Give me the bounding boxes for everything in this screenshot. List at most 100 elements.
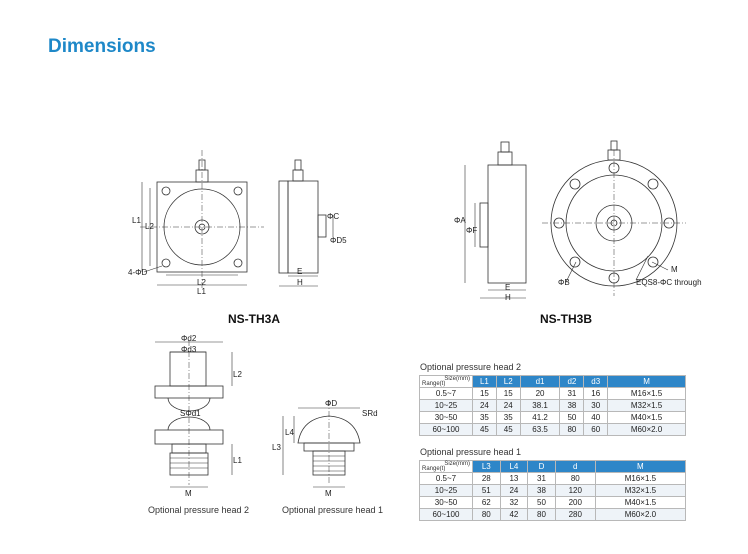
label-m-head1: M — [325, 489, 332, 498]
ns-th3b-front-view — [542, 140, 686, 296]
table-cell: 38 — [559, 399, 585, 412]
table-cell: 0.5~7 — [419, 472, 473, 485]
table-cell: 32 — [499, 496, 529, 509]
table-cell: 40 — [583, 411, 609, 424]
label-m-head2: M — [185, 489, 192, 498]
label-l1-head: L1 — [233, 456, 242, 465]
caption-head-2: Optional pressure head 2 — [148, 505, 250, 515]
caption-head-1: Optional pressure head 1 — [282, 505, 384, 515]
table-cell: 35 — [472, 411, 497, 424]
table-cell: 30~50 — [419, 496, 473, 509]
table-cell: 60 — [583, 423, 609, 436]
table-cell: 30~50 — [419, 411, 473, 424]
table-cell: M40×1.5 — [607, 411, 686, 424]
table2-caption: Optional pressure head 1 — [420, 447, 522, 457]
table-cell: 60~100 — [419, 508, 473, 521]
corner-range-label: Range(t) — [422, 466, 446, 472]
label-l2-bottom: L2 — [197, 278, 206, 287]
column-header: M — [607, 375, 686, 388]
table-cell: 13 — [499, 472, 529, 485]
column-header: L4 — [499, 460, 529, 473]
column-header: d3 — [583, 375, 609, 388]
label-phib: ΦB — [558, 278, 570, 287]
table-cell: 50 — [559, 411, 585, 424]
label-phid3: Φd3 — [181, 345, 197, 354]
table-cell: 38 — [527, 484, 556, 497]
corner-size-label: Size(mm) — [444, 461, 470, 467]
page-title: Dimensions — [48, 36, 156, 57]
corner-size-label: Size(mm) — [444, 376, 470, 382]
label-phia: ΦA — [454, 216, 466, 225]
label-phic: ΦC — [327, 212, 340, 221]
ns-th3a-side-view — [278, 159, 334, 287]
column-header: L3 — [472, 460, 501, 473]
table-cell: 80 — [472, 508, 501, 521]
label-e-b: E — [505, 283, 511, 292]
table-cell: 16 — [583, 387, 609, 400]
table-cell: 31 — [527, 472, 556, 485]
table-cell: 24 — [472, 399, 497, 412]
table-cell: 0.5~7 — [419, 387, 473, 400]
table-cell: 45 — [472, 423, 497, 436]
label-phid: ΦD — [325, 399, 338, 408]
table-cell: M16×1.5 — [594, 472, 687, 485]
table-cell: M32×1.5 — [594, 484, 687, 497]
label-l2-head: L2 — [233, 370, 242, 379]
table-cell: 24 — [495, 399, 521, 412]
table-cell: 80 — [554, 472, 596, 485]
table-cell: 15 — [495, 387, 521, 400]
table-cell: 42 — [499, 508, 529, 521]
table-cell: 80 — [559, 423, 585, 436]
label-phid2: Φd2 — [181, 334, 197, 343]
table-corner: Size(mm) Range(t) — [419, 375, 473, 388]
label-m: M — [671, 265, 678, 274]
ns-th3b-side-view — [464, 141, 527, 299]
table-corner: Size(mm) Range(t) — [419, 460, 473, 473]
column-header: M — [594, 460, 687, 473]
table-cell: 51 — [472, 484, 501, 497]
model-ns-th3a: NS-TH3A — [228, 312, 281, 326]
table-cell: 41.2 — [519, 411, 561, 424]
column-header: d2 — [559, 375, 585, 388]
label-eqs: EQS8-ΦC through — [636, 278, 702, 287]
label-h-b: H — [505, 293, 511, 302]
table-cell: 30 — [583, 399, 609, 412]
table-cell: 31 — [559, 387, 585, 400]
column-header: L1 — [472, 375, 497, 388]
table-cell: 15 — [472, 387, 497, 400]
label-l1-bottom: L1 — [197, 287, 206, 296]
column-header: d — [554, 460, 596, 473]
table-cell: 10~25 — [419, 484, 473, 497]
table-cell: 50 — [527, 496, 556, 509]
table-cell: 280 — [554, 508, 596, 521]
label-l1: L1 — [132, 216, 141, 225]
table-cell: M60×2.0 — [594, 508, 687, 521]
table1-caption: Optional pressure head 2 — [420, 362, 522, 372]
column-header: d1 — [519, 375, 561, 388]
label-l4: L4 — [285, 428, 294, 437]
pressure-head-2-drawing — [154, 340, 233, 488]
table-cell: 10~25 — [419, 399, 473, 412]
table-cell: 120 — [554, 484, 596, 497]
table-cell: 35 — [495, 411, 521, 424]
label-sdd1: SΦd1 — [180, 409, 201, 418]
table-cell: 24 — [499, 484, 529, 497]
column-header: D — [527, 460, 556, 473]
table-cell: 28 — [472, 472, 501, 485]
table-cell: 62 — [472, 496, 501, 509]
table-cell: 80 — [527, 508, 556, 521]
label-l3: L3 — [272, 443, 281, 452]
column-header: L2 — [495, 375, 521, 388]
table-cell: 20 — [519, 387, 561, 400]
label-e: E — [297, 267, 303, 276]
table-cell: 63.5 — [519, 423, 561, 436]
